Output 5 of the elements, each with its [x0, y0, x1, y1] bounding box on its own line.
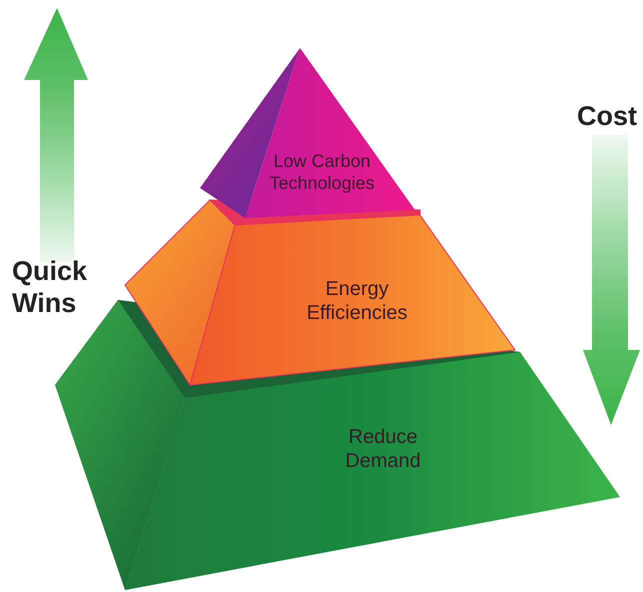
layer-label: Reduce Demand: [344, 425, 422, 473]
layer-label: Energy Efficiencies: [306, 277, 408, 325]
layer-label: Low Carbon Technologies: [268, 150, 376, 194]
axis-label: Cost: [577, 100, 638, 132]
axis-label: Quick Wins: [12, 255, 88, 319]
